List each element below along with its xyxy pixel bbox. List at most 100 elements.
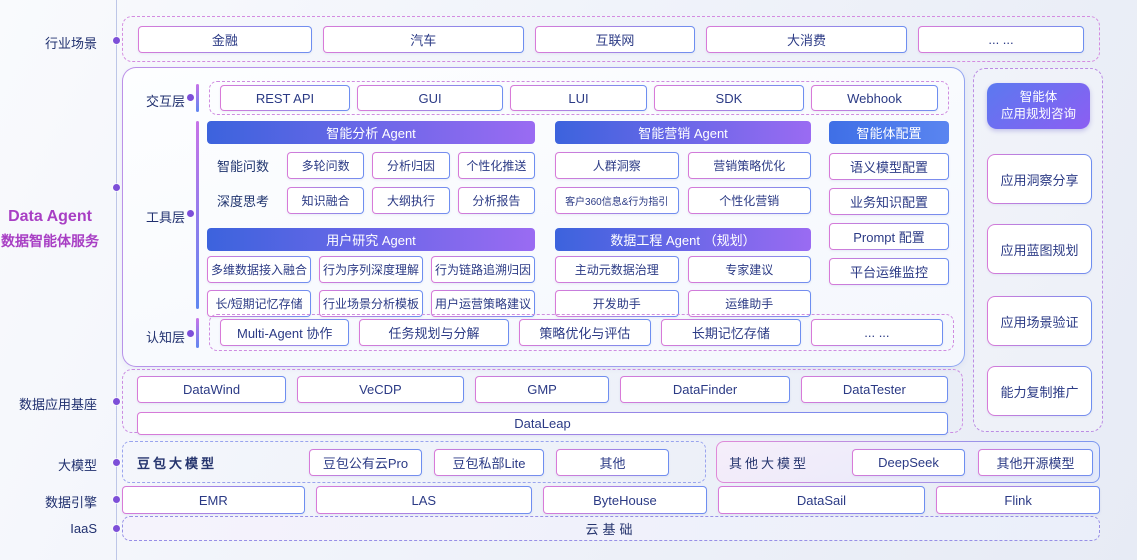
capability-node: 多轮问数 [287,152,364,179]
research-row-1: 多维数据接入融合 行为序列深度理解 行为链路追溯归因 [207,256,535,283]
llm-item: 其他开源模型 [978,449,1093,476]
doubao-label: 豆包大模型 [137,455,218,471]
engineering-row-2: 开发助手 运维助手 [555,290,811,317]
agent-config-column: 智能体配置 语义模型配置 业务知识配置 Prompt 配置 平台运维监控 [829,121,949,285]
foundation-item: GMP [475,376,610,403]
capability-node: 主动元数据治理 [555,256,679,283]
engineering-agent-header: 数据工程 Agent （规划） [555,228,811,251]
diagram-title: Data Agent 数据智能体服务 [0,208,100,251]
cognition-row: Multi-Agent 协作 任务规划与分解 策略优化与评估 长期记忆存储 ..… [209,314,954,351]
layer-bar [196,84,199,112]
consulting-header-line1: 智能体 [1019,90,1058,105]
capability-node: 大纲执行 [372,187,449,214]
industry-item: 互联网 [535,26,695,53]
analysis-row-2: 深度思考 知识融合 大纲执行 分析报告 [207,187,535,214]
research-row-2: 长/短期记忆存储 行业场景分析模板 用户运营策略建议 [207,290,535,317]
industry-item: ... ... [918,26,1084,53]
foundation-wide-item: DataLeap [137,412,948,435]
row-label: 智能问数 [216,159,269,174]
left-guide-line [116,0,117,560]
agent-column-b: 智能营销 Agent 人群洞察 营销策略优化 客户360信息&行为指引 个性化营… [555,121,811,317]
foundation-item: DataWind [137,376,286,403]
capability-node: 行为序列深度理解 [319,256,423,283]
other-llm-label: 其他大模型 [729,455,810,471]
marketing-agent-header: 智能营销 Agent [555,121,811,144]
connector-dot [113,398,120,405]
foundation-row: DataWind VeCDP GMP DataFinder DataTester [137,376,948,403]
connector-dot [113,459,120,466]
cognition-item: 任务规划与分解 [359,319,508,346]
connector-dot [113,525,120,532]
capability-node: 分析报告 [458,187,535,214]
industry-item: 汽车 [323,26,524,53]
agent-column-a: 智能分析 Agent 智能问数 多轮问数 分析归因 个性化推送 深度思考 知识融… [207,121,535,317]
data-foundation-panel: DataWind VeCDP GMP DataFinder DataTester… [122,369,963,435]
foundation-item: VeCDP [297,376,463,403]
title-en: Data Agent [8,208,92,225]
layer-bar [196,121,199,309]
capability-node: 客户360信息&行为指引 [555,187,679,214]
industry-item: 金融 [138,26,312,53]
data-engine-row: EMR LAS ByteHouse DataSail Flink [122,486,1100,514]
capability-node: 人群洞察 [555,152,679,179]
capability-node: 长/短期记忆存储 [207,290,311,317]
side-label-industry: 行业场景 [44,36,97,51]
engine-item: ByteHouse [543,486,707,514]
doubao-llm-panel: 豆包大模型 豆包公有云Pro 豆包私部Lite 其他 [122,441,706,483]
industry-item: 大消费 [706,26,907,53]
interaction-item: SDK [654,85,804,111]
consulting-item: 能力复制推广 [987,366,1092,416]
consulting-item: 应用场景验证 [987,296,1092,346]
capability-node: 行业场景分析模板 [319,290,423,317]
agent-service-panel: 交互层 REST API GUI LUI SDK Webhook 工具层 智能分… [122,67,965,367]
layer-bar [196,318,199,348]
config-node: 业务知识配置 [829,188,949,215]
interaction-item: LUI [510,85,647,111]
llm-item: DeepSeek [852,449,965,476]
llm-item: 其他 [556,449,669,476]
engine-item: DataSail [718,486,925,514]
connector-dot [113,496,120,503]
cognition-item: ... ... [811,319,943,346]
connector-dot [113,37,120,44]
iaas-bar: 云基础 [122,516,1100,541]
title-cn: 数据智能体服务 [1,233,99,249]
connector-dot [187,210,194,217]
connector-dot [187,94,194,101]
cognition-item: 长期记忆存储 [661,319,801,346]
foundation-item: DataTester [801,376,948,403]
capability-node: 开发助手 [555,290,679,317]
marketing-row-2: 客户360信息&行为指引 个性化营销 [555,187,811,214]
engineering-row-1: 主动元数据治理 专家建议 [555,256,811,283]
marketing-row-1: 人群洞察 营销策略优化 [555,152,811,179]
foundation-item: DataFinder [620,376,789,403]
side-label-llm: 大模型 [57,458,97,473]
cognition-item: Multi-Agent 协作 [220,319,349,346]
industry-row: 金融 汽车 互联网 大消费 ... ... [122,16,1100,62]
capability-node: 分析归因 [372,152,449,179]
capability-node: 知识融合 [287,187,364,214]
iaas-label: 云基础 [585,522,637,537]
consulting-item: 应用蓝图规划 [987,224,1092,274]
capability-node: 用户运营策略建议 [431,290,535,317]
consulting-panel: 智能体 应用规划咨询 应用洞察分享 应用蓝图规划 应用场景验证 能力复制推广 [973,68,1103,432]
engine-item: LAS [316,486,532,514]
interaction-item: Webhook [811,85,938,111]
side-label-engine: 数据引擎 [44,495,97,510]
connector-dot [187,330,194,337]
interaction-item: REST API [220,85,350,111]
layer-label-cognition: 认知层 [145,330,185,345]
connector-dot [113,184,120,191]
consulting-header: 智能体 应用规划咨询 [987,83,1090,129]
research-agent-header: 用户研究 Agent [207,228,535,251]
engine-item: Flink [936,486,1100,514]
capability-node: 营销策略优化 [688,152,812,179]
consulting-header-line2: 应用规划咨询 [1000,107,1076,121]
capability-node: 多维数据接入融合 [207,256,311,283]
capability-node: 个性化营销 [688,187,812,214]
analysis-agent-header: 智能分析 Agent [207,121,535,144]
capability-node: 专家建议 [688,256,812,283]
llm-item: 豆包公有云Pro [309,449,422,476]
interaction-item: GUI [357,85,503,111]
